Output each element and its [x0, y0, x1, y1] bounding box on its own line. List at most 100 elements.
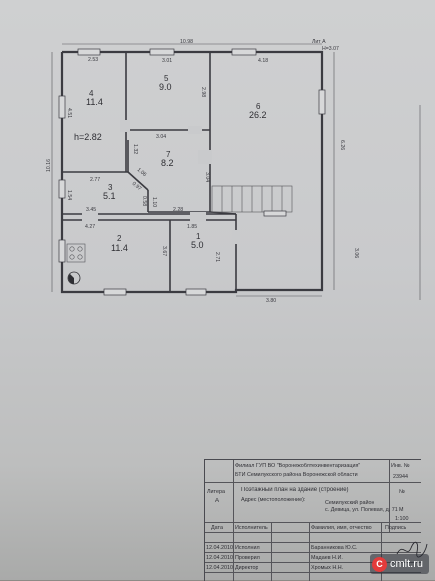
- row-3-date: 12.04.2010: [206, 565, 233, 571]
- plan-title: Поэтажный план на здание (строение): [241, 487, 349, 493]
- watermark-text: cmlt.ru: [390, 558, 423, 570]
- door-r5: [188, 126, 202, 134]
- room-6-area: 26.2: [249, 110, 267, 120]
- stove-icon: [66, 243, 86, 263]
- dim-r1-top: 1.85: [187, 224, 197, 230]
- window-r4-left: [58, 95, 66, 119]
- stamp-divider: [233, 460, 234, 532]
- room-4-area: 11.4: [86, 97, 103, 107]
- address-label: Адрес (местоположение):: [241, 497, 306, 503]
- window-r1-bottom: [185, 288, 207, 296]
- dim-r7-diag: 1.06: [136, 167, 148, 178]
- stamp-divider: [205, 542, 421, 543]
- room-5-num: 5: [164, 74, 169, 83]
- room-1-num: 1: [196, 232, 201, 241]
- dim-r5-top: 3.01: [162, 58, 172, 64]
- window-r5: [149, 48, 175, 56]
- door-r2: [82, 212, 98, 222]
- window-r4: [77, 48, 101, 56]
- stamp-divider: [309, 522, 310, 581]
- window-r6-top: [231, 48, 257, 56]
- room-7-num: 7: [166, 150, 171, 159]
- row-2-name: Мадаев Н.И.: [311, 555, 343, 561]
- dim-r5-side: 2.98: [200, 87, 206, 97]
- dim-r4-side: 4.51: [66, 108, 72, 118]
- watermark-logo-icon: C: [372, 556, 387, 572]
- address-value-1: Семилукский район: [325, 500, 375, 506]
- stamp-divider: [205, 572, 421, 573]
- room-4-num: 4: [89, 89, 94, 98]
- wall-joint: [209, 211, 237, 215]
- dim-r3-v2: 1.10: [151, 197, 157, 207]
- stamp-divider: [271, 522, 272, 581]
- window-r2-left: [58, 239, 66, 263]
- staircase: [211, 185, 293, 213]
- title-block: Филиал ГУП ВО "Воронежоблтехинвентаризац…: [204, 459, 428, 581]
- dim-r5-bottom: 3.04: [156, 134, 166, 140]
- scale-value: 1:100: [395, 516, 409, 522]
- col-date: Дата: [211, 525, 223, 531]
- door-r1: [190, 212, 206, 222]
- scale-label: М: [399, 507, 404, 513]
- window-r2-bottom: [103, 288, 127, 296]
- stamp-divider: [205, 532, 421, 533]
- room-3-num: 3: [108, 183, 113, 192]
- stamp-divider: [233, 522, 234, 581]
- dim-r3-v1: 0.58: [141, 196, 147, 206]
- row-3-role: Директор: [235, 565, 259, 571]
- row-3-name: Хромых Н.Н.: [311, 565, 344, 571]
- dim-r2-top: 4.27: [85, 224, 95, 230]
- col-name: Фамилия, имя, отчество: [311, 525, 372, 531]
- dim-r2-side: 3.67: [161, 246, 167, 256]
- dim-bottom-right: 3.80: [266, 298, 276, 304]
- room-2-area: 11.4: [111, 243, 128, 253]
- row-2-date: 12.04.2010: [206, 555, 233, 561]
- dim-right-upper: 6.26: [339, 140, 345, 150]
- dim-left-total: 10.16: [46, 159, 52, 172]
- dim-r7-side: 1.32: [132, 144, 138, 154]
- stamp-divider: [381, 522, 382, 581]
- sheet-label: №: [399, 489, 405, 495]
- dim-corridor: 2.28: [173, 207, 183, 213]
- door-r4: [120, 120, 130, 132]
- stamp-divider: [205, 482, 421, 483]
- dim-r6-top: 4.18: [258, 58, 268, 64]
- dim-top-total: 10.98: [180, 39, 193, 45]
- room-3-area: 5.1: [103, 191, 116, 201]
- org-line-1: Филиал ГУП ВО "Воронежоблтехинвентаризац…: [235, 463, 361, 469]
- letter-label: Лит А: [312, 39, 326, 45]
- dim-r1-side: 2.71: [214, 252, 220, 262]
- boiler-icon: [67, 271, 81, 285]
- door-entry: [232, 230, 240, 244]
- row-1-name: Баранникова Ю.С.: [311, 545, 358, 551]
- col-sign: Подпись: [385, 525, 407, 531]
- dim-right-lower: 3.06: [353, 248, 359, 258]
- stamp-divider: [205, 552, 421, 553]
- row-1-role: Исполнил: [235, 545, 260, 551]
- room-5-area: 9.0: [159, 82, 172, 92]
- wall-diag: [127, 171, 149, 191]
- ceiling-height: h=2.82: [74, 132, 102, 142]
- room-1-area: 5.0: [191, 240, 204, 250]
- stamp-divider: [205, 562, 421, 563]
- stamp-divider: [389, 460, 390, 532]
- inv-value: 23944: [393, 474, 408, 480]
- dim-r3-bottom: 3.45: [86, 207, 96, 213]
- dim-r4-top: 2.53: [88, 57, 98, 63]
- stamp-divider: [205, 522, 421, 523]
- inv-label: Инв. №: [391, 463, 410, 469]
- room-2-num: 2: [117, 234, 122, 243]
- window-r3-left: [58, 179, 66, 199]
- dim-r3-top: 2.77: [90, 177, 100, 183]
- window-r6-right: [318, 89, 326, 115]
- row-2-role: Проверил: [235, 555, 260, 561]
- letter-value: А: [215, 498, 220, 504]
- org-line-2: БТИ Семилукского района Воронежской обла…: [235, 472, 358, 478]
- dim-r3-diag: 0.97: [131, 181, 143, 192]
- dim-r7-right: 3.04: [204, 172, 210, 182]
- height-label: H=3.07: [322, 46, 339, 52]
- address-value-2: с. Девица, ул. Полевая, д. 71: [325, 507, 398, 513]
- room-7-area: 8.2: [161, 158, 174, 168]
